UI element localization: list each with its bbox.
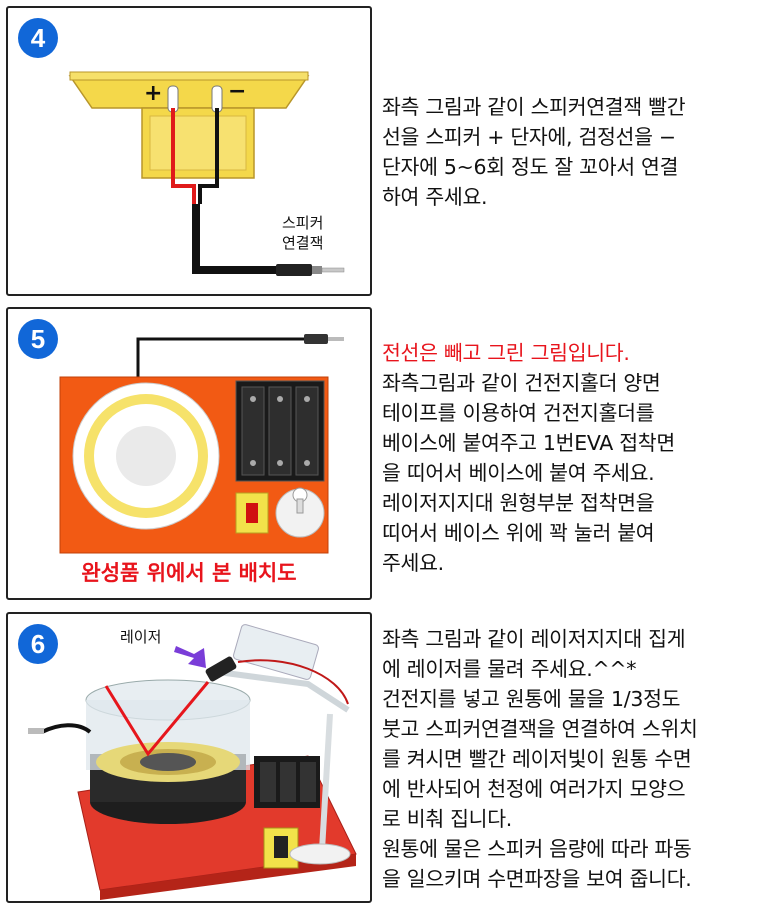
step-6-description: 좌측 그림과 같이 레이저지지대 집게 에 레이저를 물려 주세요.^^* 건전… — [382, 624, 752, 894]
laser-label: 레이저 — [120, 628, 162, 646]
step-6-line: 에 레이저를 물려 주세요.^^* — [382, 657, 637, 681]
step-5-note: 전선은 빼고 그린 그림입니다. — [382, 341, 630, 365]
step-4-line: 단자에 5~6회 정도 잘 꼬아서 연결 — [382, 155, 679, 179]
step-6-line: 을 일으키며 수면파장을 보여 줍니다. — [382, 867, 692, 891]
step-6-panel: 6 레이저 — [6, 612, 372, 903]
speaker-plus-label: + — [144, 81, 163, 106]
step-4-panel: 4 + − 스피커 연결잭 — [6, 6, 372, 296]
jack-label-line1: 스피커 — [282, 214, 324, 232]
step-4-badge: 4 — [18, 18, 58, 58]
step-5-line: 좌측그림과 같이 건전지홀더 양면 — [382, 371, 661, 395]
layout-diagram — [59, 334, 344, 554]
step-5-caption: 완성품 위에서 본 배치도 — [81, 561, 297, 585]
step-4-line: 선을 스피커 + 단자에, 검정선을 − — [382, 125, 676, 149]
step-6-line: 로 비춰 집니다. — [382, 807, 513, 831]
speaker-diagram — [68, 71, 345, 276]
step-5-line: 테이프를 이용하여 건전지홀더를 — [382, 401, 655, 425]
step-5-panel: 5 완성품 위에서 본 배치도 — [6, 307, 372, 600]
step-5-description: 전선은 빼고 그린 그림입니다. 좌측그림과 같이 건전지홀더 양면 테이프를 … — [382, 338, 752, 578]
step-6-badge: 6 — [18, 624, 58, 664]
jack-label-line2: 연결잭 — [282, 234, 324, 252]
speaker-minus-label: − — [228, 79, 247, 104]
step-6-line: 좌측 그림과 같이 레이저지지대 집게 — [382, 627, 686, 651]
step-6-line: 원통에 물은 스피커 음량에 따라 파동 — [382, 837, 692, 861]
step-5-line: 주세요. — [382, 551, 444, 575]
step-5-line: 띠어서 베이스 위에 꽉 눌러 붙여 — [382, 521, 655, 545]
step-5-line: 을 띠어서 베이스에 붙여 주세요. — [382, 461, 655, 485]
step-6-line: 건전지를 넣고 원통에 물을 1/3정도 — [382, 687, 681, 711]
step-5-line: 베이스에 붙여주고 1번EVA 접착면 — [382, 431, 675, 455]
step-4-description: 좌측 그림과 같이 스피커연결잭 빨간 선을 스피커 + 단자에, 검정선을 −… — [382, 92, 752, 212]
step-6-line: 붓고 스피커연결잭을 연결하여 스위치 — [382, 717, 698, 741]
step-6-line: 를 켜시면 빨간 레이저빛이 원통 수면 — [382, 747, 692, 771]
step-4-line: 좌측 그림과 같이 스피커연결잭 빨간 — [382, 95, 686, 119]
step-6-line: 에 반사되어 천정에 여러가지 모양으 — [382, 777, 686, 801]
step-4-line: 하여 주세요. — [382, 185, 488, 209]
step-5-badge: 5 — [18, 319, 58, 359]
step-5-line: 레이저지지대 원형부분 접착면을 — [382, 491, 655, 515]
assembled-product-photo — [28, 624, 357, 900]
